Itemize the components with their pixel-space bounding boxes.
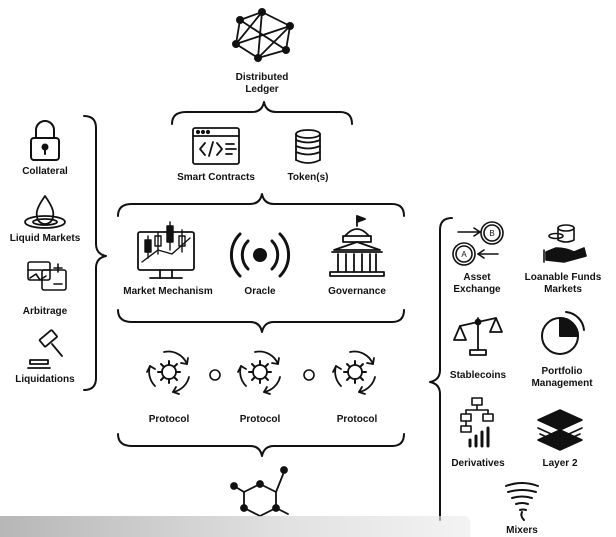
liquid-markets-label: Liquid Markets xyxy=(9,233,81,244)
molecule-icon xyxy=(230,466,289,517)
portfolio-management-label: Portfolio Management xyxy=(531,366,592,390)
protocol-icon xyxy=(146,350,190,395)
water-drop-icon xyxy=(24,195,66,229)
smart-contracts-label: Smart Contracts xyxy=(177,172,255,183)
stablecoins-label: Stablecoins xyxy=(449,370,507,381)
mixers-label: Mixers xyxy=(506,525,538,536)
derivatives-icon xyxy=(460,397,494,448)
pie-chart-icon xyxy=(541,311,585,355)
arbitrage-label: Arbitrage xyxy=(22,306,68,317)
portfolio-management-label-line1: Portfolio xyxy=(541,366,583,377)
coin-b-glyph: B xyxy=(489,229,494,238)
smart-contract-icon xyxy=(192,127,240,165)
protocol-label: Protocol xyxy=(148,414,190,425)
oracle-label: Oracle xyxy=(244,286,276,297)
asset-exchange-label-line1: Asset xyxy=(463,272,491,283)
right-bracket xyxy=(429,217,453,521)
layer2-label: Layer 2 xyxy=(542,458,578,469)
distributed-ledger-title-line2: Ledger xyxy=(245,84,279,95)
protocol-icon xyxy=(332,350,376,395)
governance-icon xyxy=(329,215,385,277)
asset-exchange-label-line2: Exchange xyxy=(453,284,501,295)
tokens-label: Token(s) xyxy=(287,172,329,183)
protocol-brace xyxy=(117,433,405,457)
arbitrage-icon xyxy=(27,261,67,291)
protocol-connector-dot xyxy=(209,369,221,381)
loanable-funds-label: Loanable Funds Markets xyxy=(525,272,602,296)
coin-a-glyph: A xyxy=(461,250,467,259)
liquidations-label: Liquidations xyxy=(15,374,75,385)
ledger-brace xyxy=(171,101,353,125)
market-mechanism-label: Market Mechanism xyxy=(123,286,213,297)
tokens-icon xyxy=(295,129,321,164)
portfolio-management-label-line2: Management xyxy=(531,378,593,389)
lending-hand-icon xyxy=(543,224,587,263)
lock-icon xyxy=(30,120,60,161)
oracle-icon xyxy=(229,232,291,278)
protocol-connector-dot xyxy=(303,369,315,381)
loanable-funds-label-line2: Markets xyxy=(544,284,582,295)
layers-icon xyxy=(537,409,583,451)
left-bracket xyxy=(83,115,107,391)
scales-icon xyxy=(453,317,503,356)
protocol-icon xyxy=(237,350,281,395)
distributed-ledger-title: Distributed Ledger xyxy=(236,72,289,96)
asset-exchange-label: Asset Exchange xyxy=(453,272,500,296)
market-mechanism-icon xyxy=(137,221,195,279)
core-brace xyxy=(117,193,405,217)
protocol-label: Protocol xyxy=(239,414,281,425)
bottom-fade-overlay xyxy=(0,516,470,537)
collateral-label: Collateral xyxy=(22,166,68,177)
loanable-funds-label-line1: Loanable Funds xyxy=(524,272,602,283)
asset-exchange-icon xyxy=(452,221,504,266)
derivatives-label: Derivatives xyxy=(451,458,505,469)
governance-label: Governance xyxy=(328,286,386,297)
distributed-ledger-icon xyxy=(232,8,294,62)
mechanism-brace xyxy=(117,309,405,333)
distributed-ledger-title-line1: Distributed xyxy=(235,72,289,83)
protocol-label: Protocol xyxy=(336,414,378,425)
gavel-icon xyxy=(27,329,63,369)
tornado-icon xyxy=(505,482,539,521)
